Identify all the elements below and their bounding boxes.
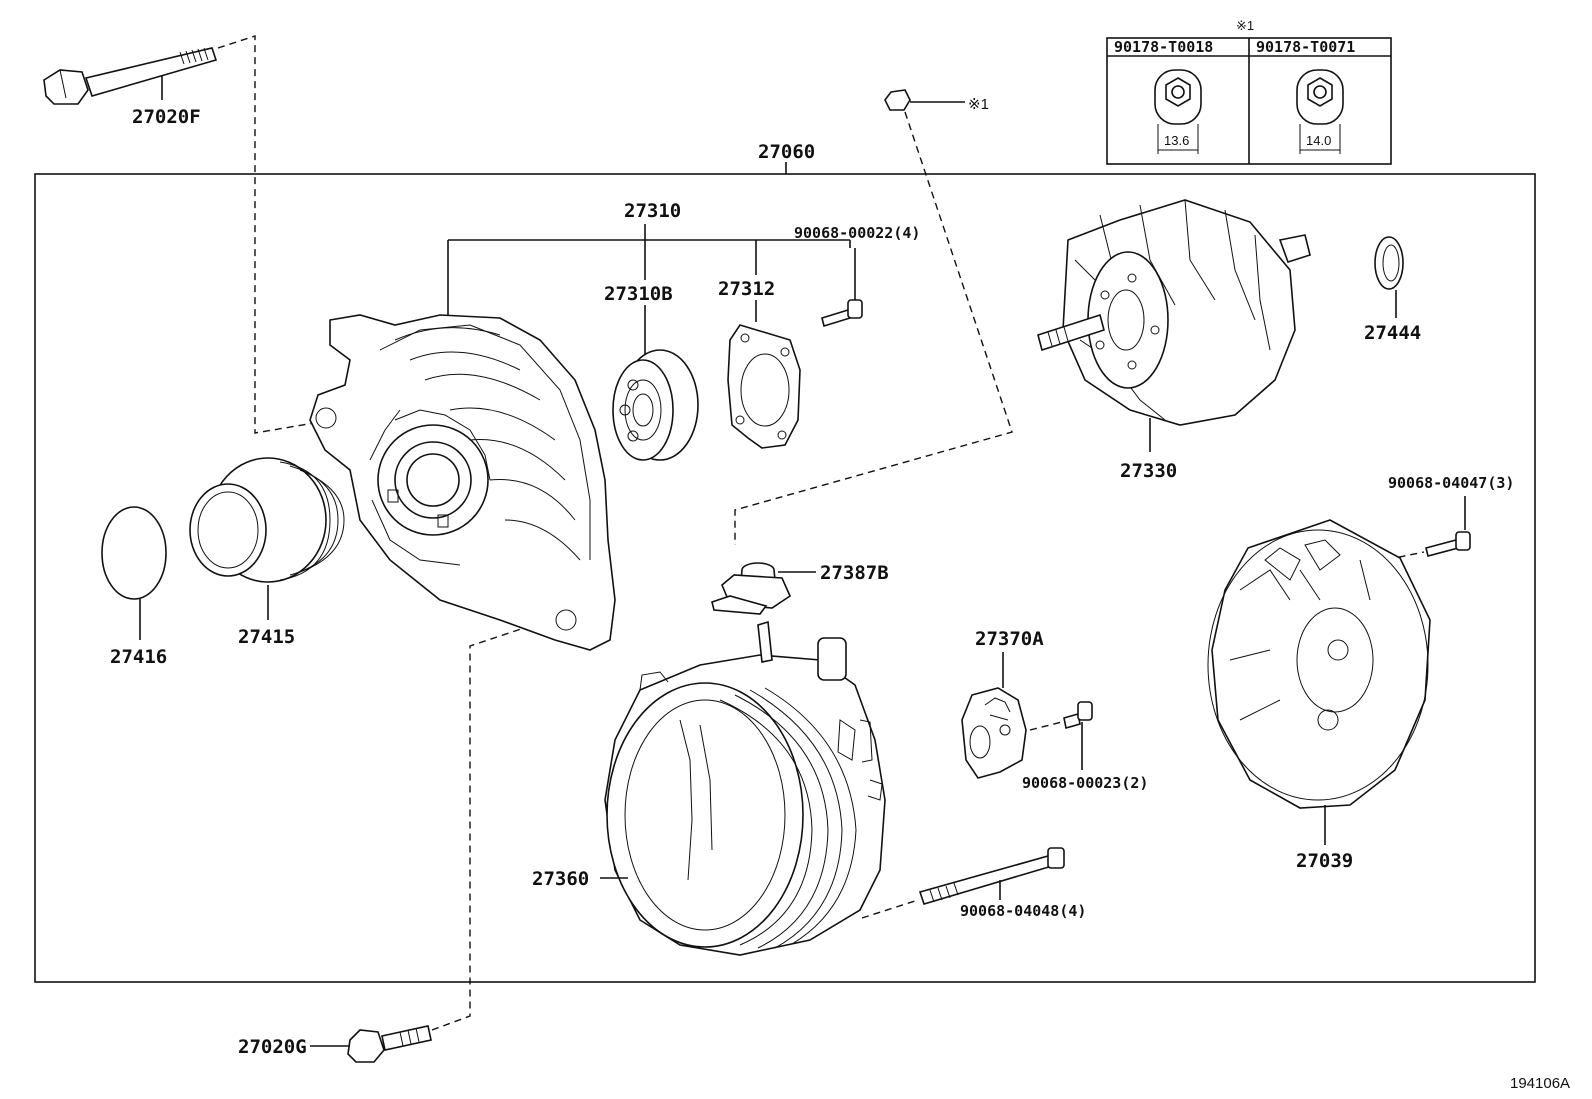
label-27312: 27312 (718, 278, 775, 300)
note-col1-part: 90178-T0018 (1114, 38, 1213, 56)
label-27039: 27039 (1296, 850, 1353, 872)
drive-end-frame (309, 314, 616, 651)
label-90068-04048: 90068-04048(4) (960, 902, 1086, 920)
assembly-label: 27060 (758, 141, 815, 163)
note-marker: ※1 (968, 96, 989, 113)
bolt-27020f (43, 47, 218, 105)
nut-icon (1296, 69, 1344, 154)
rotor-27330 (1037, 199, 1311, 426)
label-27020f: 27020F (132, 106, 201, 128)
assembly-frame (34, 173, 1536, 983)
note-table-marker: ※1 (1236, 18, 1254, 33)
label-27444: 27444 (1364, 322, 1421, 344)
note-table: ※1 90178-T0018 90178-T0071 13.6 14.0 (1106, 18, 1392, 165)
label-27370a: 27370A (975, 628, 1044, 650)
label-27360: 27360 (532, 868, 589, 890)
note-col2-size: 14.0 (1306, 133, 1331, 148)
bearing-27310b (612, 349, 699, 461)
terminal-nut: ※1 (884, 89, 989, 113)
label-90068-04047: 90068-04047(3) (1388, 474, 1514, 492)
label-27310: 27310 (624, 200, 681, 222)
note-col1-size: 13.6 (1164, 133, 1189, 148)
label-27387b: 27387B (820, 562, 889, 584)
label-27415: 27415 (238, 626, 295, 648)
label-90068-00023: 90068-00023(2) (1022, 774, 1148, 792)
screw-90068-00022 (821, 299, 863, 328)
washer-27444 (1374, 236, 1404, 290)
retainer-plate-27312 (727, 324, 801, 449)
brush-holder-27370a (961, 687, 1027, 779)
label-27310b: 27310B (604, 283, 673, 305)
label-27416: 27416 (110, 646, 167, 668)
label-27330: 27330 (1120, 460, 1177, 482)
through-bolt-90068-04048 (918, 847, 1065, 905)
cap-27416 (101, 506, 167, 600)
note-col2-part: 90178-T0071 (1256, 38, 1355, 56)
pulley-27415 (189, 457, 345, 583)
label-90068-00022: 90068-00022(4) (794, 224, 920, 242)
screw-90068-04047 (1425, 531, 1471, 557)
rear-cover-27039 (1207, 519, 1431, 809)
bolt-27020g (347, 1025, 432, 1063)
stator-27360 (604, 620, 886, 956)
label-27020g: 27020G (238, 1036, 307, 1058)
insulator-27387b (711, 562, 792, 615)
screw-90068-00023 (1063, 701, 1093, 730)
nut-icon (1154, 69, 1202, 154)
reference-code: 194106A (1510, 1075, 1570, 1092)
